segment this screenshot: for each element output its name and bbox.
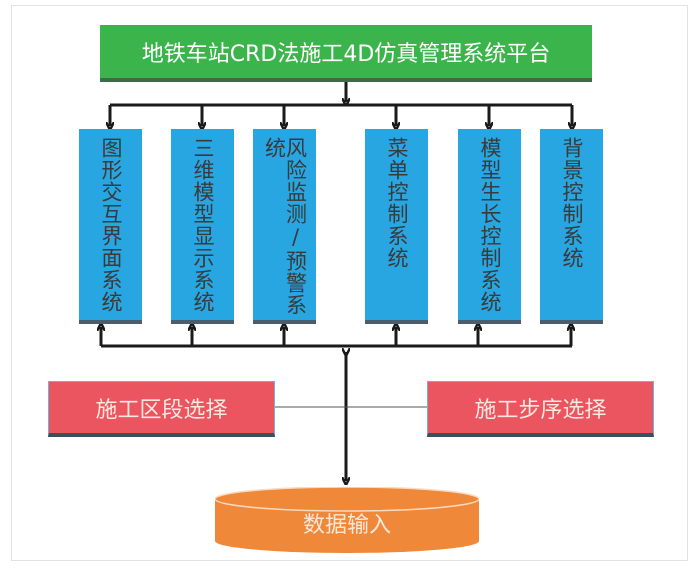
subsystem-label: 菜单控制系统	[385, 137, 409, 269]
subsystem-label: 风险监测/预警系统	[262, 137, 308, 316]
platform-box: 地铁车站CRD法施工4D仿真管理系统平台	[100, 25, 592, 82]
subsystem-label: 三维模型显示系统	[191, 137, 215, 313]
database-label: 数据输入	[302, 513, 391, 538]
step-select-label: 施工步序选择	[474, 397, 607, 423]
diagram-frame	[11, 5, 688, 561]
database-cylinder-icon	[215, 487, 479, 553]
subsystem-box: 风险监测/预警系统	[253, 129, 316, 324]
section-select-box: 施工区段选择	[48, 381, 275, 437]
subsystem-label: 图形交互界面系统	[99, 137, 123, 313]
subsystem-box: 图形交互界面系统	[79, 129, 142, 324]
section-select-label: 施工区段选择	[95, 397, 228, 423]
platform-title: 地铁车站CRD法施工4D仿真管理系统平台	[141, 41, 551, 67]
subsystem-label: 背景控制系统	[560, 137, 584, 269]
subsystem-box: 三维模型显示系统	[171, 129, 234, 324]
subsystem-box: 模型生长控制系统	[458, 129, 521, 324]
subsystem-box: 背景控制系统	[540, 129, 603, 324]
subsystem-box: 菜单控制系统	[365, 129, 428, 324]
step-select-box: 施工步序选择	[427, 381, 654, 437]
subsystem-label: 模型生长控制系统	[478, 137, 502, 313]
